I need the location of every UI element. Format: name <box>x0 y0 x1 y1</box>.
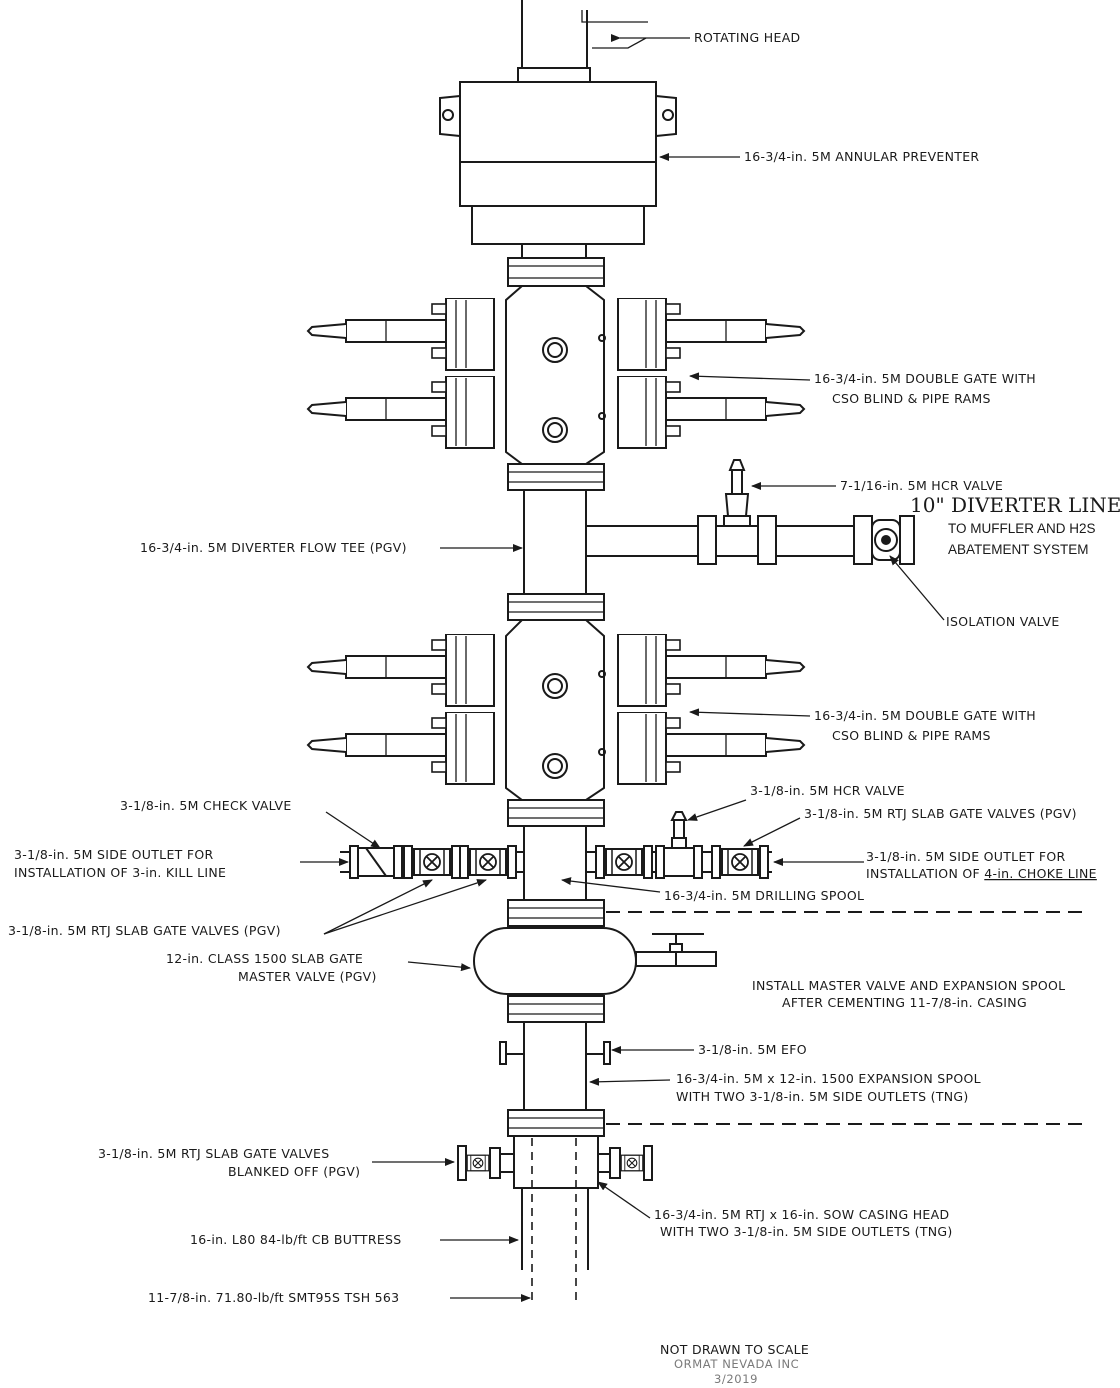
label-choke-outlet-2: INSTALLATION OF 4-in. CHOKE LINE <box>866 866 1097 881</box>
diverter-line <box>697 459 945 621</box>
label-choke-outlet-1: 3-1/8-in. 5M SIDE OUTLET FOR <box>866 849 1065 864</box>
expansion-spool <box>499 1021 694 1111</box>
label-rtj-slab-left: 3-1/8-in. 5M RTJ SLAB GATE VALVES (PGV) <box>8 923 281 938</box>
label-double-gate-lower-1: 16-3/4-in. 5M DOUBLE GATE WITH <box>814 708 1036 723</box>
flange-drilling-spool-top <box>507 799 605 827</box>
label-casing-head-2: WITH TWO 3-1/8-in. 5M SIDE OUTLETS (TNG) <box>660 1224 953 1239</box>
label-casing-1178: 11-7/8-in. 71.80-lb/ft SMT95S TSH 563 <box>148 1290 399 1305</box>
label-efo: 3-1/8-in. 5M EFO <box>698 1042 807 1057</box>
label-casing-16: 16-in. L80 84-lb/ft CB BUTTRESS <box>190 1232 402 1247</box>
label-kill-outlet-1: 3-1/8-in. 5M SIDE OUTLET FOR <box>14 847 213 862</box>
label-double-gate-upper-1: 16-3/4-in. 5M DOUBLE GATE WITH <box>814 371 1036 386</box>
label-kill-outlet-2: INSTALLATION OF 3-in. KILL LINE <box>14 865 226 880</box>
label-expansion-spool-2: WITH TWO 3-1/8-in. 5M SIDE OUTLETS (TNG) <box>676 1089 969 1104</box>
label-blanked-2: BLANKED OFF (PGV) <box>228 1164 360 1179</box>
flange-master-valve-top <box>507 899 605 927</box>
flange-casing-head-top <box>507 1109 605 1137</box>
label-choke-outlet-2a: INSTALLATION OF <box>866 866 984 881</box>
label-muffler-2: ABATEMENT SYSTEM <box>948 542 1089 557</box>
master-valve <box>407 927 717 995</box>
label-isolation-valve: ISOLATION VALVE <box>946 614 1060 629</box>
label-check-valve: 3-1/8-in. 5M CHECK VALVE <box>120 798 292 813</box>
drilling-spool <box>523 825 661 901</box>
label-diverter-line: 10" DIVERTER LINE <box>910 493 1120 517</box>
kill-line-valves <box>300 811 524 935</box>
label-double-gate-upper-2: CSO BLIND & PIPE RAMS <box>832 391 991 406</box>
label-company: ORMAT NEVADA INC <box>674 1357 799 1371</box>
choke-line-valves <box>586 799 864 879</box>
label-date: 3/2019 <box>714 1372 758 1386</box>
label-master-valve-1: 12-in. CLASS 1500 SLAB GATE <box>166 951 363 966</box>
flange-expansion-top <box>507 995 605 1023</box>
label-double-gate-lower-2: CSO BLIND & PIPE RAMS <box>832 728 991 743</box>
flange-upper <box>507 257 605 287</box>
label-rotating-head: ROTATING HEAD <box>694 30 800 45</box>
label-blanked-1: 3-1/8-in. 5M RTJ SLAB GATE VALVES <box>98 1146 329 1161</box>
label-diverter-tee: 16-3/4-in. 5M DIVERTER FLOW TEE (PGV) <box>140 540 407 555</box>
rotating-head <box>517 0 690 83</box>
label-master-valve-2: MASTER VALVE (PGV) <box>238 969 377 984</box>
label-muffler-1: TO MUFFLER AND H2S <box>948 521 1096 536</box>
annular-preventer <box>439 81 740 259</box>
casing-strings <box>440 1138 589 1304</box>
label-hcr-valve-7: 7-1/16-in. 5M HCR VALVE <box>840 478 1003 493</box>
label-install-note-2: AFTER CEMENTING 11-7/8-in. CASING <box>782 995 1027 1010</box>
diverter-flow-tee <box>440 489 699 595</box>
flange-diverter-top <box>507 463 605 491</box>
label-hcr-valve-3: 3-1/8-in. 5M HCR VALVE <box>750 783 905 798</box>
flange-diverter-bottom <box>507 593 605 621</box>
label-annular-preventer: 16-3/4-in. 5M ANNULAR PREVENTER <box>744 149 979 164</box>
label-choke-outlet-2b: 4-in. CHOKE LINE <box>984 866 1097 881</box>
label-not-to-scale: NOT DRAWN TO SCALE <box>660 1342 809 1357</box>
label-expansion-spool-1: 16-3/4-in. 5M x 12-in. 1500 EXPANSION SP… <box>676 1071 981 1086</box>
lower-double-gate <box>307 619 811 801</box>
label-install-note-1: INSTALL MASTER VALVE AND EXPANSION SPOOL <box>752 978 1065 993</box>
upper-double-gate <box>307 285 811 465</box>
casing-head <box>372 1135 653 1219</box>
label-casing-head-1: 16-3/4-in. 5M RTJ x 16-in. SOW CASING HE… <box>654 1207 949 1222</box>
label-rtj-slab-right: 3-1/8-in. 5M RTJ SLAB GATE VALVES (PGV) <box>804 806 1077 821</box>
label-drilling-spool: 16-3/4-in. 5M DRILLING SPOOL <box>664 888 864 903</box>
